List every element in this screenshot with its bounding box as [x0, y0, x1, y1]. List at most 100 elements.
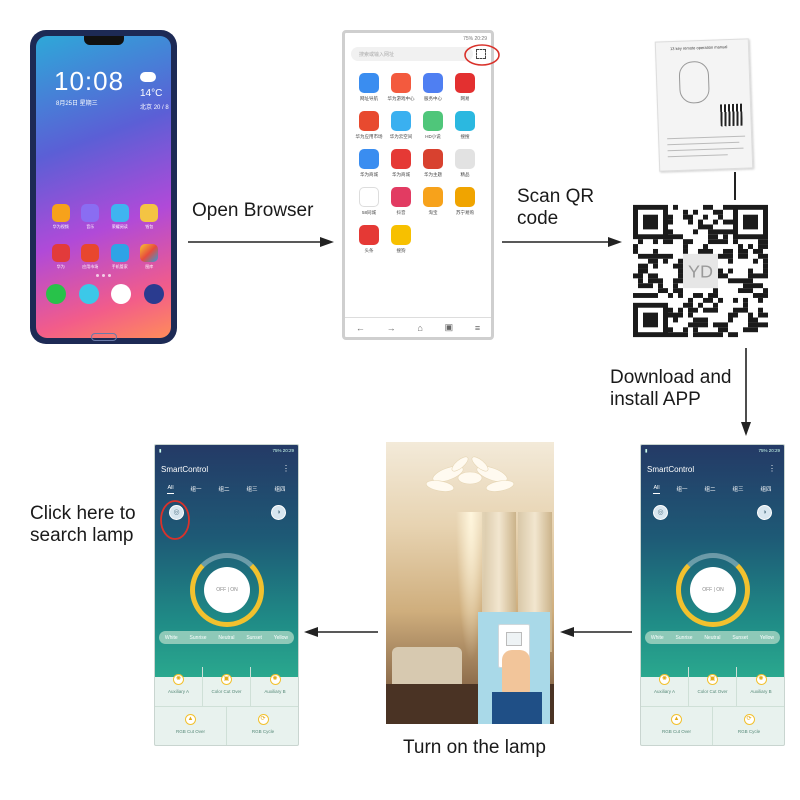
browser-app-item[interactable]: 华为游戏中心 — [385, 73, 417, 102]
forward-icon[interactable]: → — [386, 322, 396, 333]
function-label: Auxiliary A — [167, 689, 189, 694]
browser-app-item[interactable]: 网易 — [449, 73, 481, 102]
tab-group-4[interactable]: 组四 — [760, 487, 772, 493]
qr-module — [648, 293, 653, 298]
home-icon[interactable]: ⌂ — [417, 322, 423, 333]
more-menu-icon[interactable]: ⋮ — [768, 464, 776, 473]
arrow-to-app — [741, 348, 751, 436]
tab-all[interactable]: All — [653, 485, 660, 494]
home-app-item[interactable]: 钱包 — [135, 204, 165, 230]
function-rgb-cycle[interactable]: ⟳RGB Cycle — [227, 707, 298, 745]
home-app-item[interactable]: 华为 — [46, 244, 76, 270]
qr-scan-icon[interactable] — [476, 49, 486, 59]
home-app-item[interactable]: 华为视频 — [46, 204, 76, 230]
browser-app-item[interactable]: 华为应用市场 — [353, 111, 385, 140]
function-rgb-cut-over[interactable]: ▲RGB Cut Over — [155, 707, 227, 745]
browser-app-item[interactable]: 58同城 — [353, 187, 385, 216]
browser-app-label: 头条 — [364, 248, 374, 253]
tab-group-2[interactable]: 组二 — [218, 487, 230, 493]
mode-sunset[interactable]: Sunset — [732, 634, 748, 641]
function-rgb-cut-over[interactable]: ▲RGB Cut Over — [641, 707, 713, 745]
back-icon[interactable]: ← — [355, 322, 365, 333]
tab-group-1[interactable]: 组一 — [190, 487, 202, 493]
function-auxiliary-a[interactable]: ✺Auxiliary A — [155, 667, 203, 707]
function-color-cut-over[interactable]: ▣Color Cut Over — [689, 667, 737, 707]
mode-yellow[interactable]: Yellow — [273, 634, 289, 641]
browser-app-item[interactable]: 抖音 — [385, 187, 417, 216]
search-lamp-icon[interactable]: ◎ — [169, 505, 184, 520]
browser-app-icon[interactable] — [111, 284, 132, 304]
qr-module — [698, 219, 703, 225]
step-click-search: Click here to search lamp — [30, 503, 136, 547]
more-menu-icon[interactable]: ⋮ — [282, 464, 290, 473]
messages-icon[interactable] — [78, 284, 99, 304]
qr-module — [713, 307, 718, 313]
browser-app-item[interactable]: 华为商城 — [385, 149, 417, 178]
home-app-item[interactable]: 音乐 — [76, 204, 106, 230]
qr-module — [748, 288, 753, 294]
browser-app-item[interactable]: 华为主题 — [417, 149, 449, 178]
mode-yellow[interactable]: Yellow — [759, 634, 775, 641]
brightness-dial[interactable] — [676, 553, 750, 627]
function-auxiliary-a[interactable]: ✺Auxiliary A — [641, 667, 689, 707]
power-toggle[interactable]: OFF | ON — [690, 567, 736, 613]
site-nav-icon — [359, 73, 379, 93]
phone-call-icon[interactable] — [46, 284, 66, 304]
home-app-label: 图库 — [145, 264, 154, 269]
function-color-cut-over[interactable]: ▣Color Cut Over — [203, 667, 251, 707]
qr-module — [638, 283, 643, 289]
qr-module — [743, 297, 748, 303]
browser-app-item[interactable]: 华为云空间 — [385, 111, 417, 140]
qr-code[interactable]: YD — [628, 200, 773, 342]
browser-app-item[interactable]: 搜狗 — [385, 225, 417, 254]
browser-app-item[interactable]: 搜搜 — [449, 111, 481, 140]
browser-search-input[interactable]: 搜索或输入网址 — [351, 47, 473, 61]
browser-app-item[interactable]: 淘宝 — [417, 187, 449, 216]
mode-white[interactable]: White — [164, 634, 178, 641]
function-auxiliary-b[interactable]: ✺Auxiliary B — [251, 667, 298, 707]
tab-group-2[interactable]: 组二 — [704, 487, 716, 493]
qr-module — [673, 317, 678, 323]
settings-icon[interactable]: ◑ — [271, 505, 286, 520]
browser-app-item[interactable]: 华为商城 — [353, 149, 385, 178]
qr-module — [728, 258, 733, 264]
tab-group-1[interactable]: 组一 — [676, 487, 688, 493]
color-mode-bar: White Sunrise Neutral Sunset Yellow — [645, 631, 780, 644]
phone-home-screen: 10:08 8月25日 星期三 14°C 北京 20 / 8 华为视频 音乐 荣… — [30, 30, 177, 344]
mode-neutral[interactable]: Neutral — [218, 634, 235, 641]
home-app-item[interactable]: 图库 — [135, 244, 165, 270]
tab-group-3[interactable]: 组三 — [732, 487, 744, 493]
function-rgb-cycle[interactable]: ⟳RGB Cycle — [713, 707, 784, 745]
qr-module — [708, 293, 713, 298]
mode-neutral[interactable]: Neutral — [704, 634, 721, 641]
qr-module — [763, 258, 768, 264]
brightness-dial[interactable] — [190, 553, 264, 627]
power-toggle[interactable]: OFF | ON — [204, 567, 250, 613]
home-app-item[interactable]: 荣耀阅读 — [105, 204, 135, 230]
browser-app-item[interactable]: 苏宁易购 — [449, 187, 481, 216]
browser-app-item[interactable]: 网址导航 — [353, 73, 385, 102]
home-app-item[interactable]: 手机管家 — [105, 244, 135, 270]
search-lamp-icon[interactable]: ◎ — [653, 505, 668, 520]
app-market-icon — [359, 111, 379, 131]
tab-group-4[interactable]: 组四 — [274, 487, 286, 493]
mode-sunrise[interactable]: Sunrise — [189, 634, 207, 641]
home-button[interactable] — [90, 333, 117, 341]
browser-app-item[interactable]: 服务中心 — [417, 73, 449, 102]
qr-module — [668, 332, 673, 338]
function-auxiliary-b[interactable]: ✺Auxiliary B — [737, 667, 784, 707]
connector-line — [734, 172, 736, 200]
browser-app-item[interactable]: 头条 — [353, 225, 385, 254]
mode-sunset[interactable]: Sunset — [246, 634, 262, 641]
tabs-icon[interactable]: ▣ — [444, 322, 454, 332]
mode-sunrise[interactable]: Sunrise — [675, 634, 693, 641]
camera-icon[interactable] — [143, 284, 164, 304]
home-app-item[interactable]: 应用市场 — [76, 244, 106, 270]
tab-all[interactable]: All — [167, 485, 174, 494]
tab-group-3[interactable]: 组三 — [246, 487, 258, 493]
menu-icon[interactable]: ≡ — [474, 322, 481, 333]
browser-app-item[interactable]: 精品 — [449, 149, 481, 178]
browser-app-item[interactable]: HD小说 — [417, 111, 449, 140]
settings-icon[interactable]: ◑ — [757, 505, 772, 520]
mode-white[interactable]: White — [650, 634, 664, 641]
